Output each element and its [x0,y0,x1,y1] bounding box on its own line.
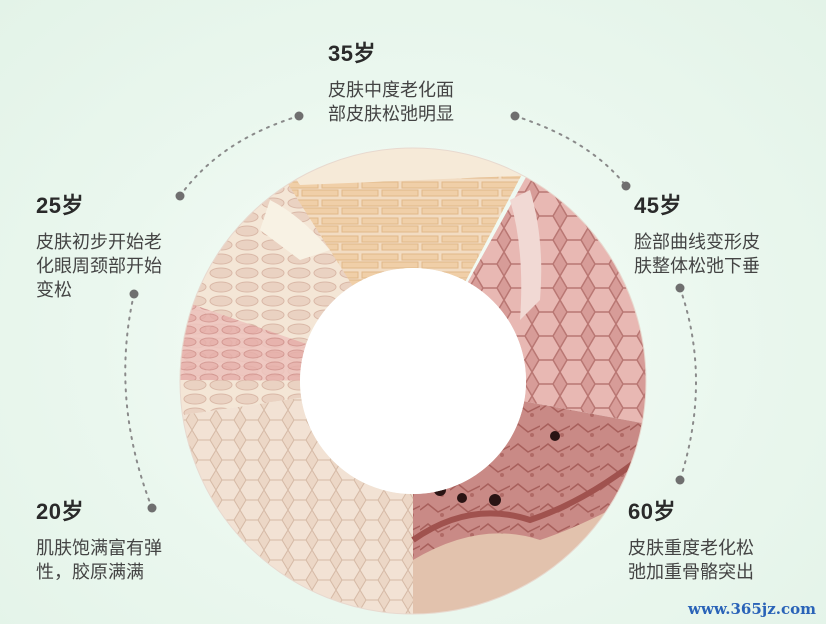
stage-20-desc: 肌肤饱满富有弹 性，胶原满满 [36,538,162,582]
dark-spot [457,493,467,503]
stage-35-label: 35岁 皮肤中度老化面 部皮肤松弛明显 [328,36,454,126]
stage-45-age: 45岁 [634,193,682,218]
timeline-dot [510,111,520,121]
timeline-dot [129,289,139,299]
timeline-arc-35-45 [514,115,627,187]
timeline-dot [175,191,185,201]
timeline-dot [294,111,304,121]
stage-60-age: 60岁 [628,499,676,524]
stage-60-desc: 皮肤重度老化松 弛加重骨骼突出 [628,538,754,582]
timeline-dot [147,503,157,513]
watermark-text: www.365jz.com [688,600,816,618]
timeline-arc [124,115,697,509]
stage-60-label: 60岁 皮肤重度老化松 弛加重骨骼突出 [628,494,754,584]
stage-35-desc: 皮肤中度老化面 部皮肤松弛明显 [328,80,454,124]
ring-outer-edge [179,147,647,615]
dark-spot [489,494,501,506]
timeline-dot [675,283,685,293]
segment-35-bulge [260,200,330,260]
segment-45-fold [510,190,542,320]
segment-60-wave [411,447,646,543]
stage-20-label: 20岁 肌肤饱满富有弹 性，胶原满满 [36,494,162,584]
timeline-dot [675,475,685,485]
segment-35 [260,148,540,381]
timeline-dot [621,181,631,191]
stage-45-desc: 脸部曲线变形皮 肤整体松弛下垂 [634,232,760,276]
timeline-dots [129,111,685,513]
stage-25-label: 25岁 皮肤初步开始老 化眼周颈部开始 变松 [36,188,162,302]
stage-45-label: 45岁 脸部曲线变形皮 肤整体松弛下垂 [634,188,760,278]
timeline-arc-20-25 [124,293,153,509]
stage-20-age: 20岁 [36,499,84,524]
timeline-arc-45-60 [679,287,697,481]
stage-35-age: 35岁 [328,41,376,66]
dark-spot [550,431,560,441]
timeline-arc-25-35 [179,115,300,197]
stage-25-age: 25岁 [36,193,84,218]
stage-25-desc: 皮肤初步开始老 化眼周颈部开始 变松 [36,232,162,300]
ring-inner-hole [300,268,526,494]
